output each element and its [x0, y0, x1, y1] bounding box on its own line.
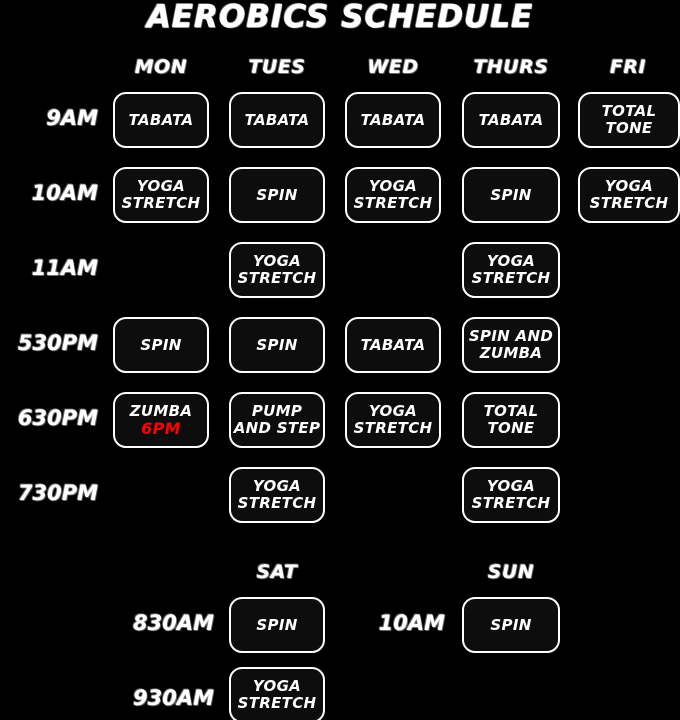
class-cell-thurs-730pm[interactable]: YOGA STRETCH	[462, 467, 560, 523]
class-cell-label: TABATA	[478, 110, 544, 129]
time-label-530pm: 530PM	[17, 331, 98, 355]
class-cell-tues-9am[interactable]: TABATA	[229, 92, 325, 148]
class-cell-label: YOGA STRETCH	[471, 252, 551, 287]
class-cell-thurs-9am[interactable]: TABATA	[462, 92, 560, 148]
class-cell-label: ZUMBA	[129, 401, 193, 420]
class-cell-label: PUMP AND STEP	[233, 402, 321, 437]
class-cell-sat-930am[interactable]: YOGA STRETCH	[229, 667, 325, 720]
class-cell-label: TABATA	[244, 110, 310, 129]
class-cell-label: SPIN	[490, 185, 532, 204]
day-header-mon: MON	[134, 56, 188, 78]
time-label-9am: 9AM	[46, 106, 98, 130]
class-cell-tues-630pm[interactable]: PUMP AND STEP	[229, 392, 325, 448]
class-cell-tues-730pm[interactable]: YOGA STRETCH	[229, 467, 325, 523]
time-label-830am: 830AM	[133, 611, 214, 635]
class-cell-label: YOGA STRETCH	[237, 677, 317, 712]
time-label-sun-10am: 10AM	[378, 611, 445, 635]
class-cell-label: SPIN	[256, 335, 298, 354]
class-cell-label: SPIN	[140, 335, 182, 354]
class-cell-label: TABATA	[128, 110, 194, 129]
class-cell-thurs-530pm[interactable]: SPIN AND ZUMBA	[462, 317, 560, 373]
class-cell-label: SPIN	[256, 615, 298, 634]
class-cell-tues-530pm[interactable]: SPIN	[229, 317, 325, 373]
class-cell-label: YOGA STRETCH	[353, 402, 433, 437]
class-cell-wed-10am[interactable]: YOGA STRETCH	[345, 167, 441, 223]
class-cell-label: YOGA STRETCH	[237, 477, 317, 512]
class-cell-thurs-10am[interactable]: SPIN	[462, 167, 560, 223]
time-label-930am: 930AM	[133, 686, 214, 710]
class-cell-label: YOGA STRETCH	[237, 252, 317, 287]
class-cell-label: TOTAL TONE	[483, 402, 539, 437]
class-cell-mon-9am[interactable]: TABATA	[113, 92, 209, 148]
day-header-thurs: THURS	[473, 56, 549, 78]
class-cell-fri-9am[interactable]: TOTAL TONE	[578, 92, 680, 148]
class-cell-fri-10am[interactable]: YOGA STRETCH	[578, 167, 680, 223]
class-cell-label: TOTAL TONE	[601, 102, 657, 137]
class-cell-label: YOGA STRETCH	[121, 177, 201, 212]
class-cell-sat-830am[interactable]: SPIN	[229, 597, 325, 653]
day-header-sun: SUN	[487, 561, 535, 583]
class-cell-label: YOGA STRETCH	[471, 477, 551, 512]
class-cell-tues-11am[interactable]: YOGA STRETCH	[229, 242, 325, 298]
class-cell-label: YOGA STRETCH	[353, 177, 433, 212]
class-cell-label: YOGA STRETCH	[589, 177, 669, 212]
class-cell-time-highlight: 6PM	[141, 418, 181, 438]
class-cell-sun-10am[interactable]: SPIN	[462, 597, 560, 653]
class-cell-mon-10am[interactable]: YOGA STRETCH	[113, 167, 209, 223]
class-cell-label: TABATA	[360, 110, 426, 129]
class-cell-wed-9am[interactable]: TABATA	[345, 92, 441, 148]
class-cell-thurs-630pm[interactable]: TOTAL TONE	[462, 392, 560, 448]
class-cell-label: TABATA	[360, 335, 426, 354]
page-title: AEROBICS SCHEDULE	[146, 0, 534, 35]
time-label-630pm: 630PM	[17, 406, 98, 430]
time-label-730pm: 730PM	[17, 481, 98, 505]
time-label-10am: 10AM	[31, 181, 98, 205]
day-header-tues: TUES	[248, 56, 306, 78]
class-cell-mon-630pm[interactable]: ZUMBA 6PM	[113, 392, 209, 448]
class-cell-thurs-11am[interactable]: YOGA STRETCH	[462, 242, 560, 298]
class-cell-label: SPIN	[256, 185, 298, 204]
class-cell-mon-530pm[interactable]: SPIN	[113, 317, 209, 373]
class-cell-wed-630pm[interactable]: YOGA STRETCH	[345, 392, 441, 448]
class-cell-label: SPIN	[490, 615, 532, 634]
day-header-wed: WED	[367, 56, 419, 78]
class-cell-tues-10am[interactable]: SPIN	[229, 167, 325, 223]
class-cell-label: SPIN AND ZUMBA	[468, 327, 554, 362]
class-cell-wed-530pm[interactable]: TABATA	[345, 317, 441, 373]
time-label-11am: 11AM	[31, 256, 98, 280]
day-header-fri: FRI	[609, 56, 647, 78]
day-header-sat: SAT	[256, 561, 298, 583]
